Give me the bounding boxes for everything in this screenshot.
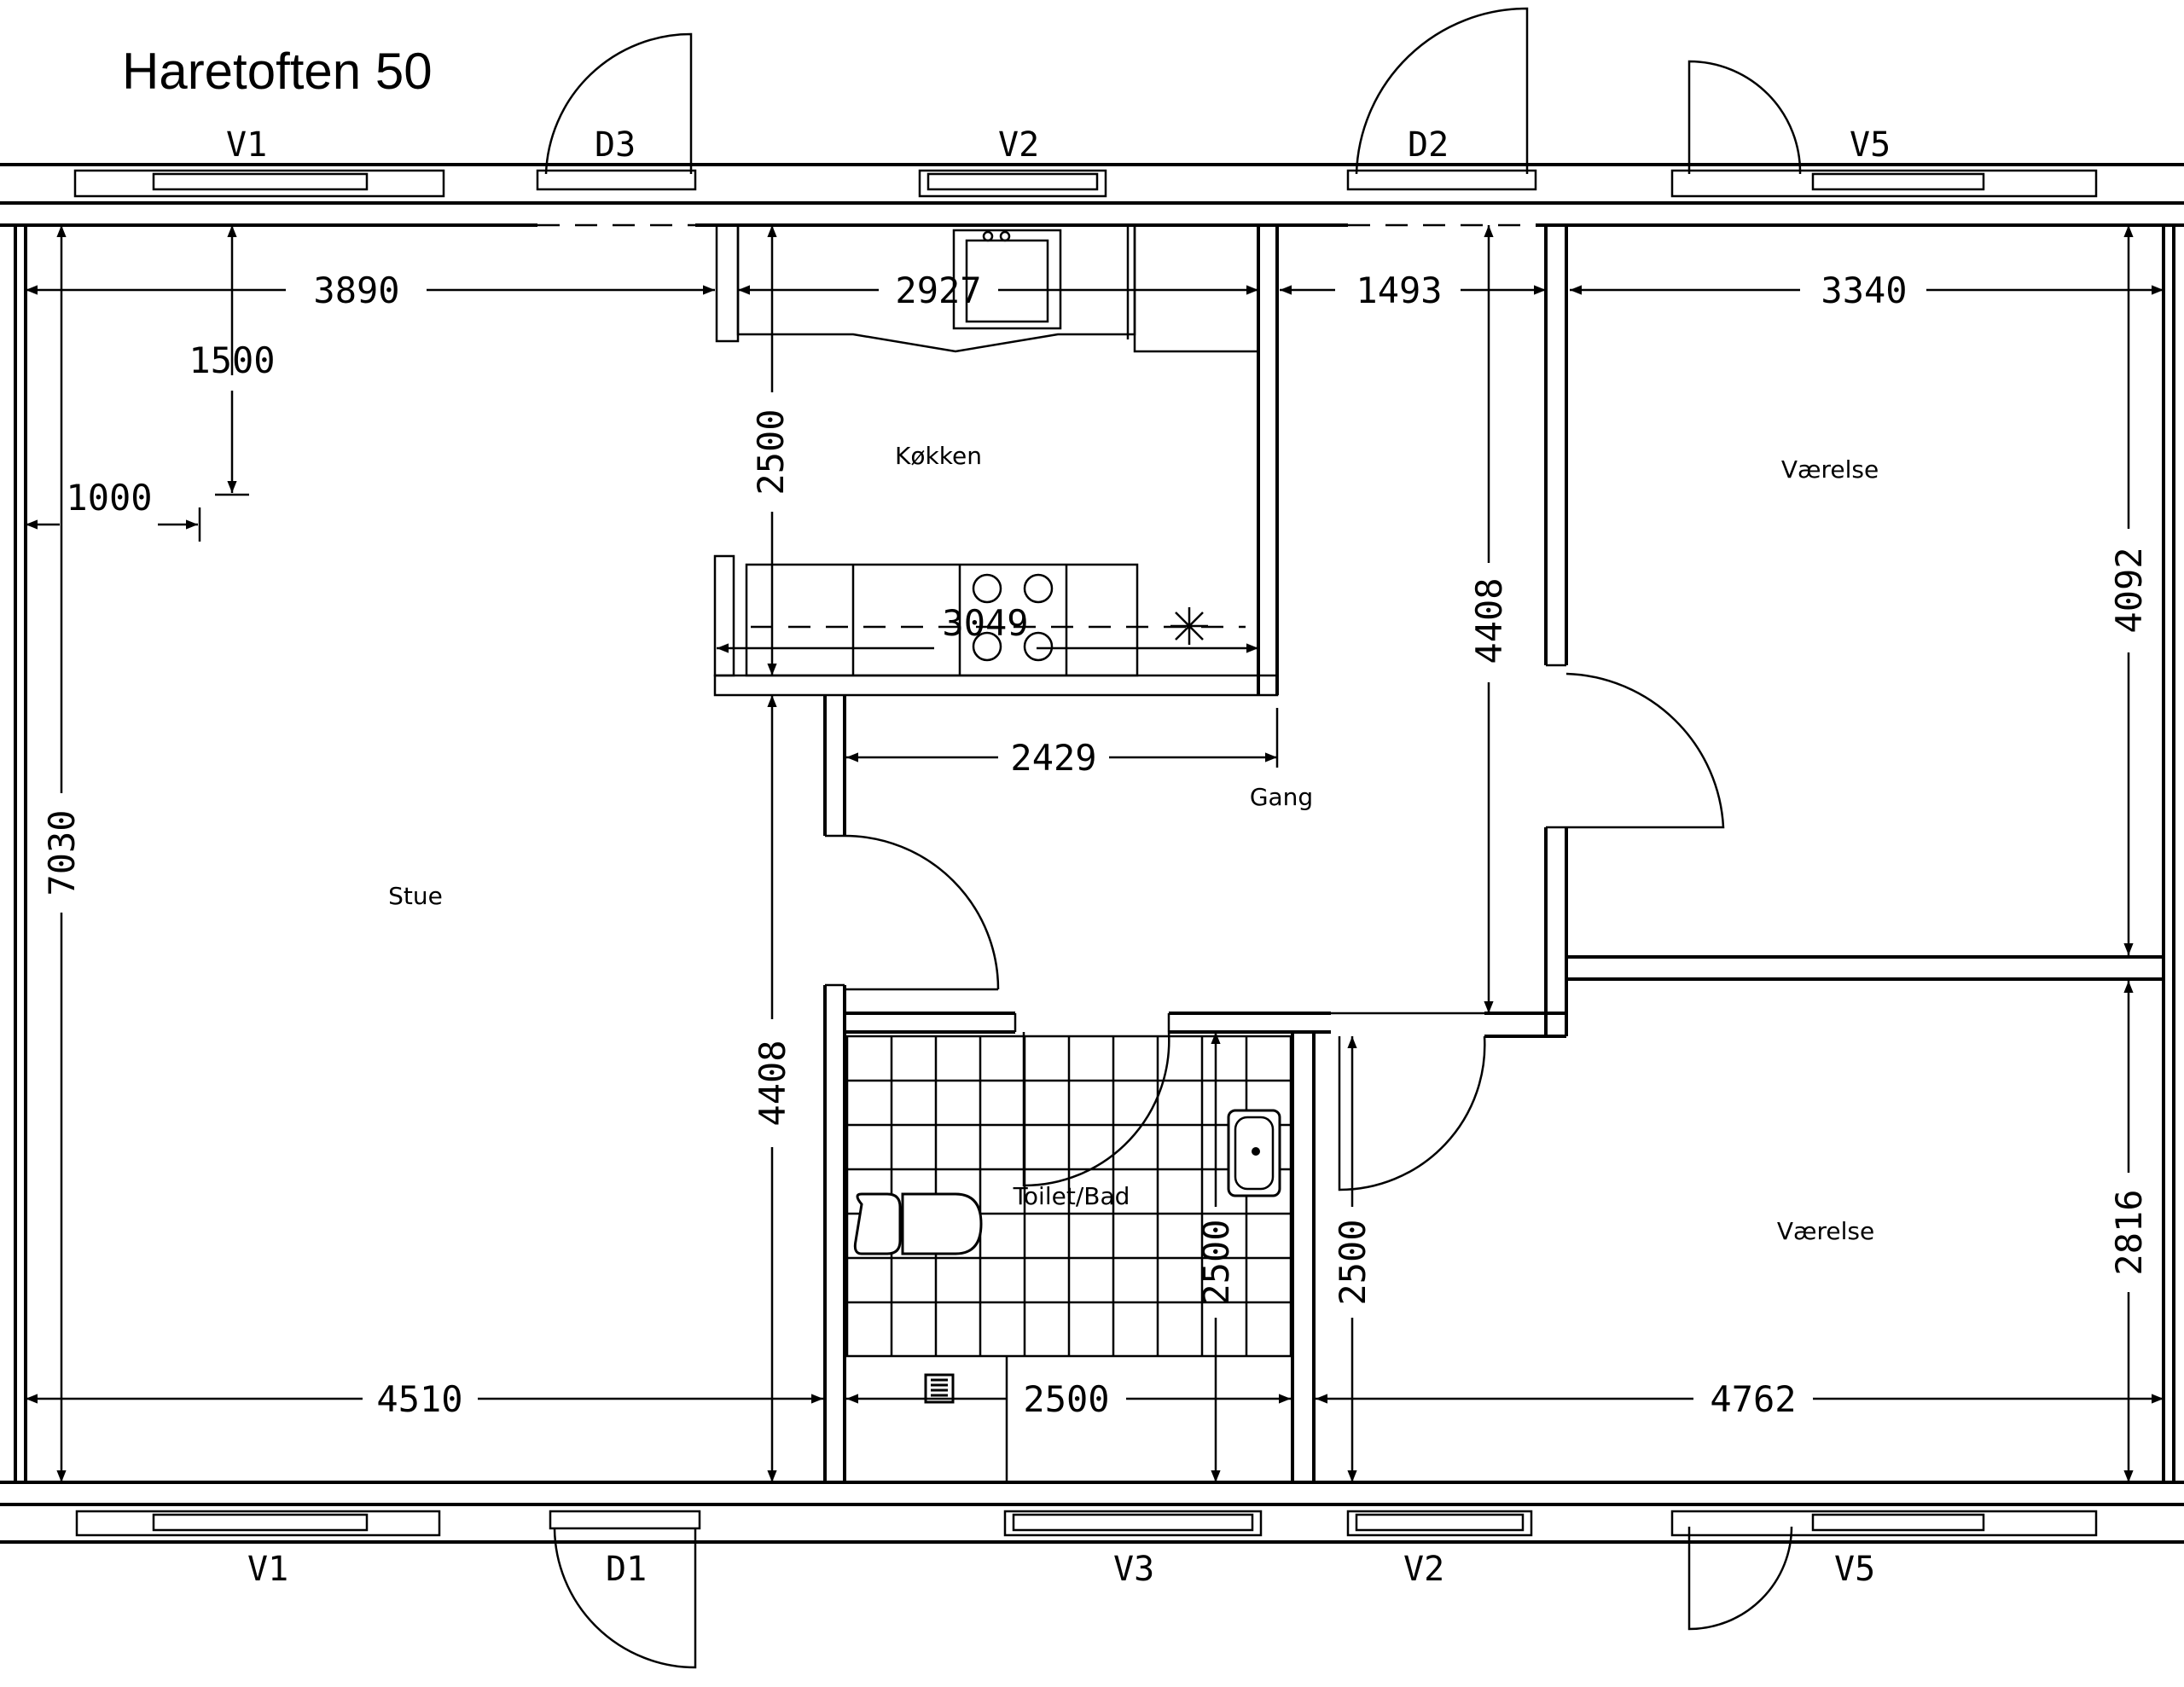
dim-4762: 4762 bbox=[1710, 1378, 1796, 1420]
top-openings bbox=[73, 7, 2098, 198]
exterior-walls bbox=[0, 163, 2184, 1544]
room-labels: Stue Køkken Gang Toilet/Bad Værelse Være… bbox=[388, 442, 1879, 1245]
dimension-lines bbox=[26, 225, 2164, 1482]
bottom-opening-labels: V1 D1 V3 V2 V5 bbox=[247, 1550, 1875, 1589]
room-vaerelse-top: Værelse bbox=[1781, 455, 1879, 484]
top-opening-labels: V1 D3 V2 D2 V5 bbox=[226, 125, 1891, 165]
room-gang: Gang bbox=[1250, 783, 1313, 811]
room-stue: Stue bbox=[388, 882, 443, 910]
dim-2816: 2816 bbox=[2108, 1189, 2150, 1275]
label-v2-bottom: V2 bbox=[1403, 1550, 1444, 1589]
dimension-labels: 3890 2927 1493 3340 1500 1000 2500 3049 … bbox=[41, 270, 2150, 1420]
dim-1500: 1500 bbox=[189, 339, 275, 381]
dim-3340: 3340 bbox=[1821, 270, 1907, 311]
floor-drain bbox=[924, 1373, 955, 1404]
label-v5-bottom: V5 bbox=[1834, 1550, 1875, 1589]
dim-2500-room-vertical: 2500 bbox=[1332, 1219, 1374, 1305]
dim-4510: 4510 bbox=[376, 1378, 462, 1420]
room-toilet-bad: Toilet/Bad bbox=[1013, 1182, 1130, 1210]
dim-4408-hall: 4408 bbox=[1468, 577, 1510, 664]
plan-title: Haretoften 50 bbox=[122, 43, 433, 100]
dim-2500-bath-vertical: 2500 bbox=[1195, 1219, 1237, 1305]
sink bbox=[1227, 1109, 1281, 1197]
dim-7030: 7030 bbox=[41, 809, 83, 896]
toilet bbox=[853, 1192, 983, 1255]
dim-1000: 1000 bbox=[66, 477, 152, 519]
dim-4408-stue: 4408 bbox=[752, 1040, 793, 1126]
label-v1-top: V1 bbox=[226, 125, 267, 165]
dim-2500-bath-horizontal: 2500 bbox=[1023, 1378, 1109, 1420]
dim-2927: 2927 bbox=[895, 270, 981, 311]
label-v3: V3 bbox=[1113, 1550, 1154, 1589]
dim-3049: 3049 bbox=[942, 602, 1028, 644]
room-kokken: Køkken bbox=[895, 442, 982, 470]
dim-4092: 4092 bbox=[2108, 547, 2150, 633]
label-d1: D1 bbox=[606, 1550, 647, 1589]
dim-1493: 1493 bbox=[1356, 270, 1442, 311]
label-v2-top: V2 bbox=[998, 125, 1039, 165]
label-d3: D3 bbox=[595, 125, 636, 165]
bottom-openings bbox=[75, 1510, 2098, 1669]
label-v5-top: V5 bbox=[1850, 125, 1891, 165]
dim-2500-kitchen: 2500 bbox=[750, 409, 792, 495]
dim-2429: 2429 bbox=[1010, 737, 1096, 779]
room-vaerelse-bottom: Værelse bbox=[1777, 1217, 1874, 1245]
dim-3890: 3890 bbox=[313, 270, 399, 311]
interior-walls bbox=[713, 223, 2164, 1482]
label-d2: D2 bbox=[1408, 125, 1449, 165]
label-v1-bottom: V1 bbox=[247, 1550, 288, 1589]
